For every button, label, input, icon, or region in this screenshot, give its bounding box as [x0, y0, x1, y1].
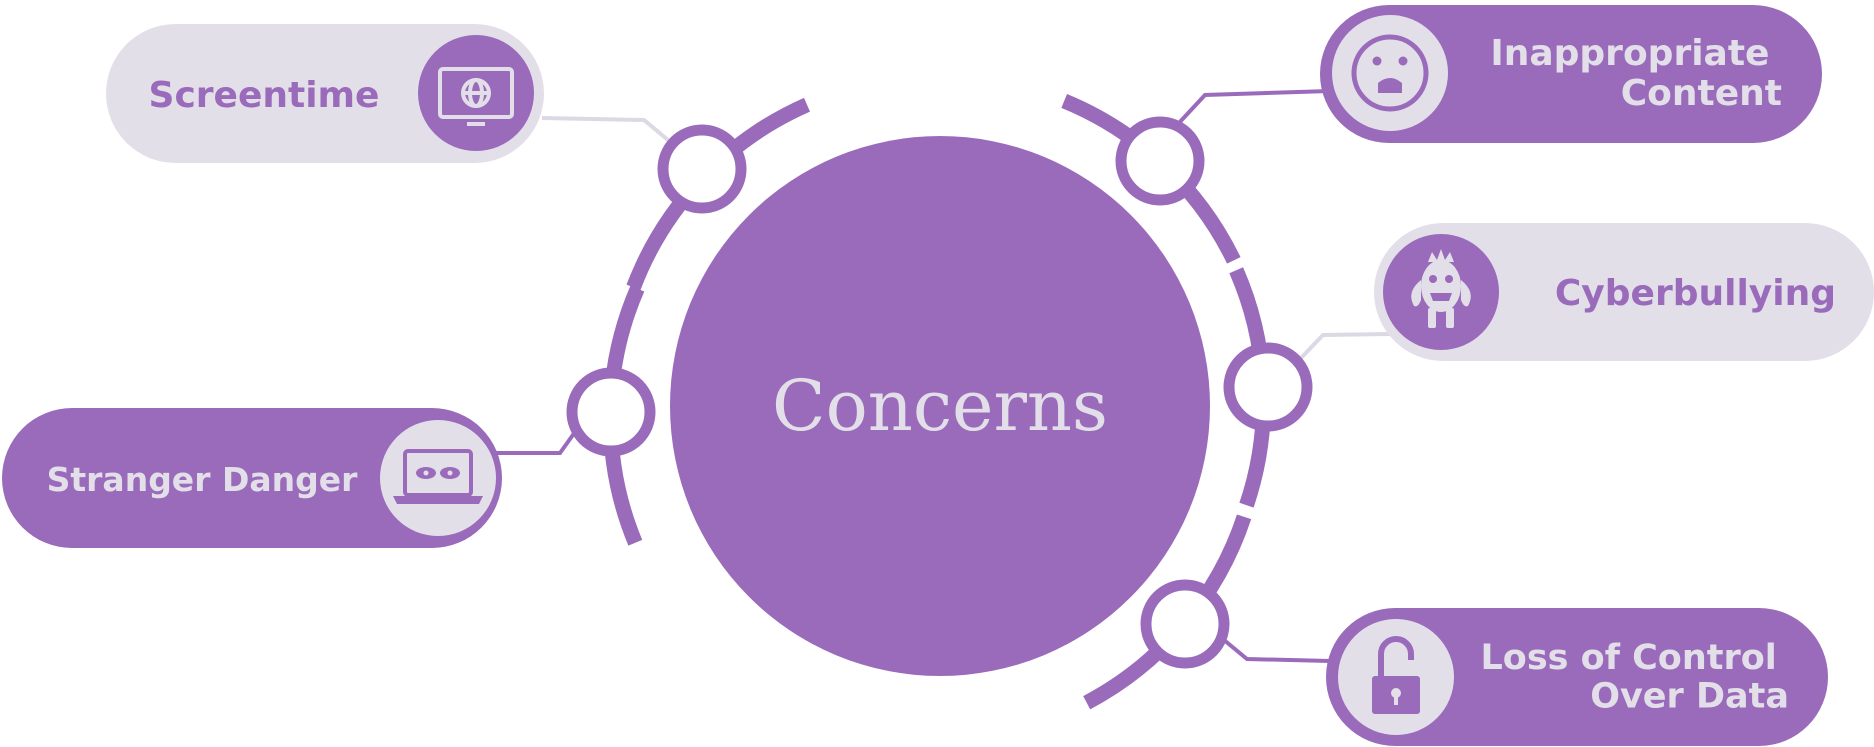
- ring-node-inappropriate-content: [1115, 116, 1205, 206]
- item-icon-badge: [1332, 15, 1448, 131]
- ring-node-cyberbullying: [1223, 342, 1313, 432]
- item-screentime: Screentime: [106, 24, 544, 163]
- center-circle: [670, 136, 1210, 676]
- item-label: Inappropriate Content: [1490, 33, 1782, 114]
- item-icon-badge: [380, 420, 496, 536]
- connector-stranger-danger: [495, 430, 577, 455]
- connector-inappropriate-content: [1176, 89, 1331, 126]
- item-pill: [1326, 608, 1828, 746]
- connector-cyberbullying: [1299, 332, 1391, 360]
- unlocked-padlock-icon: [1372, 636, 1420, 714]
- monster-icon: [1411, 249, 1471, 328]
- connector-loss-of-control: [1222, 638, 1331, 663]
- item-label: Stranger Danger: [47, 460, 359, 499]
- item-label-line: Cyberbullying: [1555, 273, 1836, 314]
- item-pill: [1374, 223, 1874, 361]
- item-inappropriate-content: Inappropriate Content: [1320, 5, 1822, 143]
- connectors: [495, 89, 1391, 663]
- shocked-face-icon: [1351, 34, 1429, 112]
- item-cyberbullying: Cyberbullying: [1374, 223, 1874, 361]
- item-label: Screentime: [149, 75, 380, 116]
- laptop-globe-icon: [438, 67, 514, 126]
- center-title: Concerns: [772, 365, 1108, 447]
- item-label-line: Loss of Control: [1480, 638, 1776, 678]
- ring-node-loss-of-control: [1140, 579, 1230, 669]
- item-label-line: Over Data: [1590, 676, 1789, 716]
- ring-node-screentime: [657, 124, 747, 214]
- item-label: Loss of Control Over Data: [1480, 638, 1789, 717]
- item-label-line: Content: [1621, 72, 1782, 113]
- ring-nodes: [566, 116, 1313, 669]
- laptop-spy-eyes-icon: [393, 449, 483, 504]
- connector-screentime: [541, 116, 670, 142]
- item-label-line: Inappropriate: [1490, 33, 1769, 74]
- item-stranger-danger: Stranger Danger: [2, 408, 502, 548]
- item-label-line: Stranger Danger: [47, 460, 359, 499]
- item-label-line: Screentime: [149, 75, 380, 116]
- ring-node-stranger-danger: [566, 367, 656, 457]
- item-pill: [2, 408, 502, 548]
- item-pill: [1320, 5, 1822, 143]
- item-loss-of-control: Loss of Control Over Data: [1326, 608, 1828, 746]
- item-label: Cyberbullying: [1555, 273, 1836, 314]
